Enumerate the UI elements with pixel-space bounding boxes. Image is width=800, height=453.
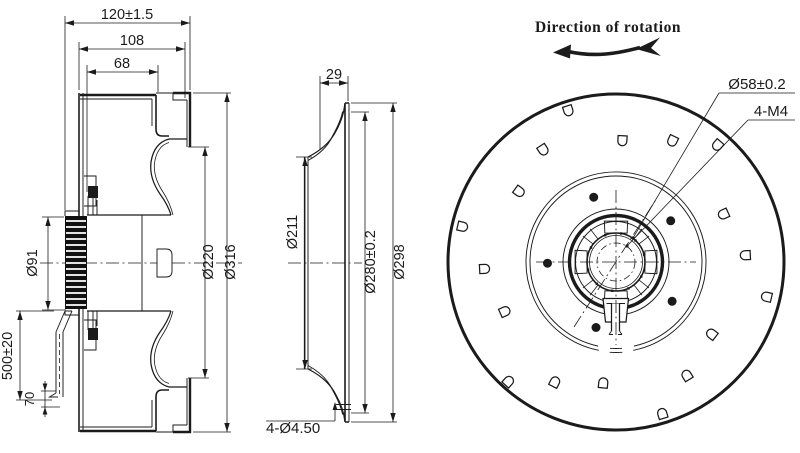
ring-holes-label: 4-Ø4.50 bbox=[266, 420, 320, 437]
overall-depth-label: 120±1.5 bbox=[101, 7, 153, 23]
callout-hub-holes: 4-M4 bbox=[625, 103, 795, 248]
dim-cable-tail: 70 bbox=[22, 381, 60, 417]
motor-bolts bbox=[543, 192, 677, 332]
rotor-spokes bbox=[582, 228, 650, 296]
flange-depth-label: 108 bbox=[120, 33, 144, 49]
dim-outer-dia: Ø316 bbox=[193, 92, 239, 433]
ring-outer-dia-label: Ø298 bbox=[392, 244, 408, 279]
dim-motor-dia: Ø91 bbox=[25, 216, 64, 311]
rotation-arrow-icon bbox=[553, 37, 661, 59]
motor-fin-block bbox=[64, 210, 87, 316]
cable-length-label: 500±20 bbox=[0, 332, 16, 380]
impeller-outer-circle bbox=[446, 92, 786, 432]
ring-inner-dia-label: Ø211 bbox=[285, 215, 301, 249]
outer-dia-label: Ø316 bbox=[223, 244, 239, 279]
cable-lead bbox=[47, 310, 73, 398]
front-diag-centerline bbox=[573, 197, 658, 328]
cable-tail-label: 70 bbox=[22, 392, 37, 406]
rotor-clips bbox=[586, 232, 646, 292]
motor-depth-label: 68 bbox=[114, 56, 130, 72]
callout-hub-dia: Ø58±0.2 bbox=[631, 76, 795, 240]
support-ring bbox=[525, 171, 707, 353]
dim-ring-depth: 29 bbox=[319, 67, 349, 150]
ring-depth-label: 29 bbox=[326, 67, 342, 83]
callout-ring-holes: 4-Ø4.50 bbox=[266, 402, 338, 437]
inlet-ring-view: 29 Ø211 Ø280±0.2 Ø298 4-Ø4.50 bbox=[266, 67, 408, 437]
hub-dia-label: Ø58±0.2 bbox=[728, 76, 785, 93]
dim-ring-inner-dia: Ø211 bbox=[285, 156, 312, 370]
motor-dia-label: Ø91 bbox=[25, 249, 41, 276]
dim-motor-depth: 68 bbox=[86, 56, 159, 192]
ring-fit-dia-label: Ø280±0.2 bbox=[363, 230, 379, 294]
dim-flange-depth: 108 bbox=[78, 33, 186, 98]
direction-of-rotation-label: Direction of rotation bbox=[535, 19, 681, 36]
blade-tabs bbox=[455, 103, 774, 421]
dim-ring-fit-dia: Ø280±0.2 bbox=[351, 111, 379, 414]
dim-ring-outer-dia: Ø298 bbox=[351, 102, 408, 423]
inlet-dia-label: Ø220 bbox=[201, 244, 217, 279]
front-view: Ø58±0.2 4-M4 Direction of rotation bbox=[446, 19, 795, 432]
dim-cable-length: 500±20 bbox=[0, 310, 54, 401]
dim-overall-depth: 120±1.5 bbox=[64, 7, 191, 210]
dim-inlet-dia: Ø220 bbox=[188, 146, 217, 379]
hub-holes-label: 4-M4 bbox=[754, 103, 788, 120]
side-view: 120±1.5 108 68 Ø91 500±20 bbox=[0, 7, 242, 434]
